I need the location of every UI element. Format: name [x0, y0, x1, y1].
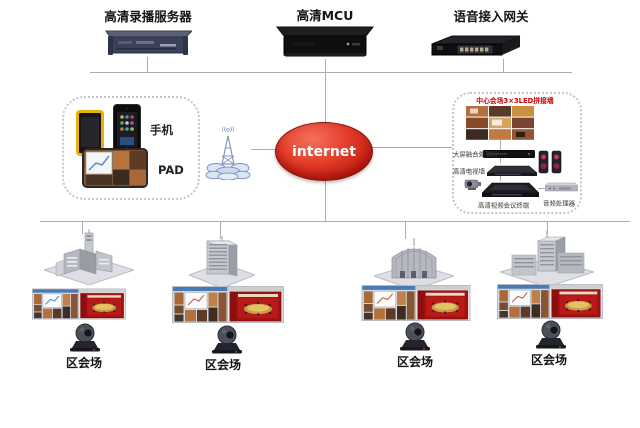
voice-gateway-label: 语音接入网关 [453, 9, 529, 24]
site2-ptz-camera-icon [208, 324, 246, 355]
site1-building-icon [44, 229, 134, 285]
bus-to-internet-line [325, 72, 326, 122]
server-drop-line [147, 57, 148, 72]
center-venue-title: 中心会场3×3LED拼接墙 [476, 96, 554, 105]
fusion-to-tvwall-line [500, 158, 501, 163]
wireless-tower-icon: ((o)) [204, 126, 252, 180]
internet-to-venue-line [370, 147, 452, 148]
pad-label: PAD [158, 163, 184, 177]
voice-gateway-icon [428, 31, 522, 61]
internet-to-bottom-bus-line [325, 178, 326, 221]
site1-label: 区会场 [65, 356, 102, 370]
mcu-drop-line [325, 59, 326, 72]
terminal-to-audio-line [538, 188, 545, 189]
rack-server-icon [104, 27, 192, 59]
tower-to-internet-line [251, 149, 276, 150]
smartphone-iphone-icon [113, 104, 141, 156]
phone-label: 手机 [150, 123, 173, 137]
site4-building-icon [500, 231, 594, 287]
site3-monitor-wall-icon [360, 285, 472, 321]
audio-processor-label: 音频处理器 [543, 199, 575, 208]
tv-wall-device-icon [487, 163, 537, 176]
site3-building-icon [374, 238, 454, 290]
site4-ptz-camera-icon [532, 319, 570, 350]
wall-to-fusion-line [500, 140, 501, 150]
internet-cloud: internet [275, 122, 373, 181]
wireless-signal-text: ((o)) [221, 126, 235, 133]
hd-terminal-icon [482, 180, 539, 199]
site3-label: 区会场 [396, 355, 433, 369]
site2-building-icon [189, 236, 255, 288]
site3-ptz-camera-icon [396, 321, 434, 352]
top-bus-line [90, 72, 572, 73]
site2-label: 区会场 [204, 358, 241, 372]
tvwall-to-terminal-line [500, 176, 501, 181]
bottom-bus-line [40, 221, 630, 222]
fusion-processor-icon [483, 150, 535, 158]
audio-processor-icon [545, 180, 578, 192]
site2-monitor-wall-icon [172, 286, 284, 323]
recording-server-label: 高清录播服务器 [104, 9, 192, 24]
site4-monitor-wall-icon [494, 284, 606, 319]
mcu-label: 高清MCU [296, 8, 354, 23]
internet-label: internet [291, 143, 356, 160]
gateway-drop-line [503, 59, 504, 72]
video-wall-icon [466, 106, 534, 140]
site2-drop-line [220, 221, 221, 239]
hd-terminal-label: 高清视频会议终端 [478, 201, 530, 210]
fusion-processor-label: 大屏融合处理器 [453, 150, 498, 159]
mcu-icon [276, 22, 374, 62]
site1-monitor-wall-icon [32, 286, 126, 322]
site4-drop-line [547, 221, 548, 234]
site4-label: 区会场 [530, 353, 567, 367]
venue-camera-icon [464, 178, 482, 192]
site1-drop-line [82, 221, 83, 234]
tablet-pad-icon [82, 148, 148, 188]
speakers-icon [538, 149, 562, 175]
site3-drop-line [405, 221, 406, 239]
tv-wall-label: 高清电视墙 [453, 167, 485, 176]
site1-ptz-camera-icon [66, 322, 104, 353]
